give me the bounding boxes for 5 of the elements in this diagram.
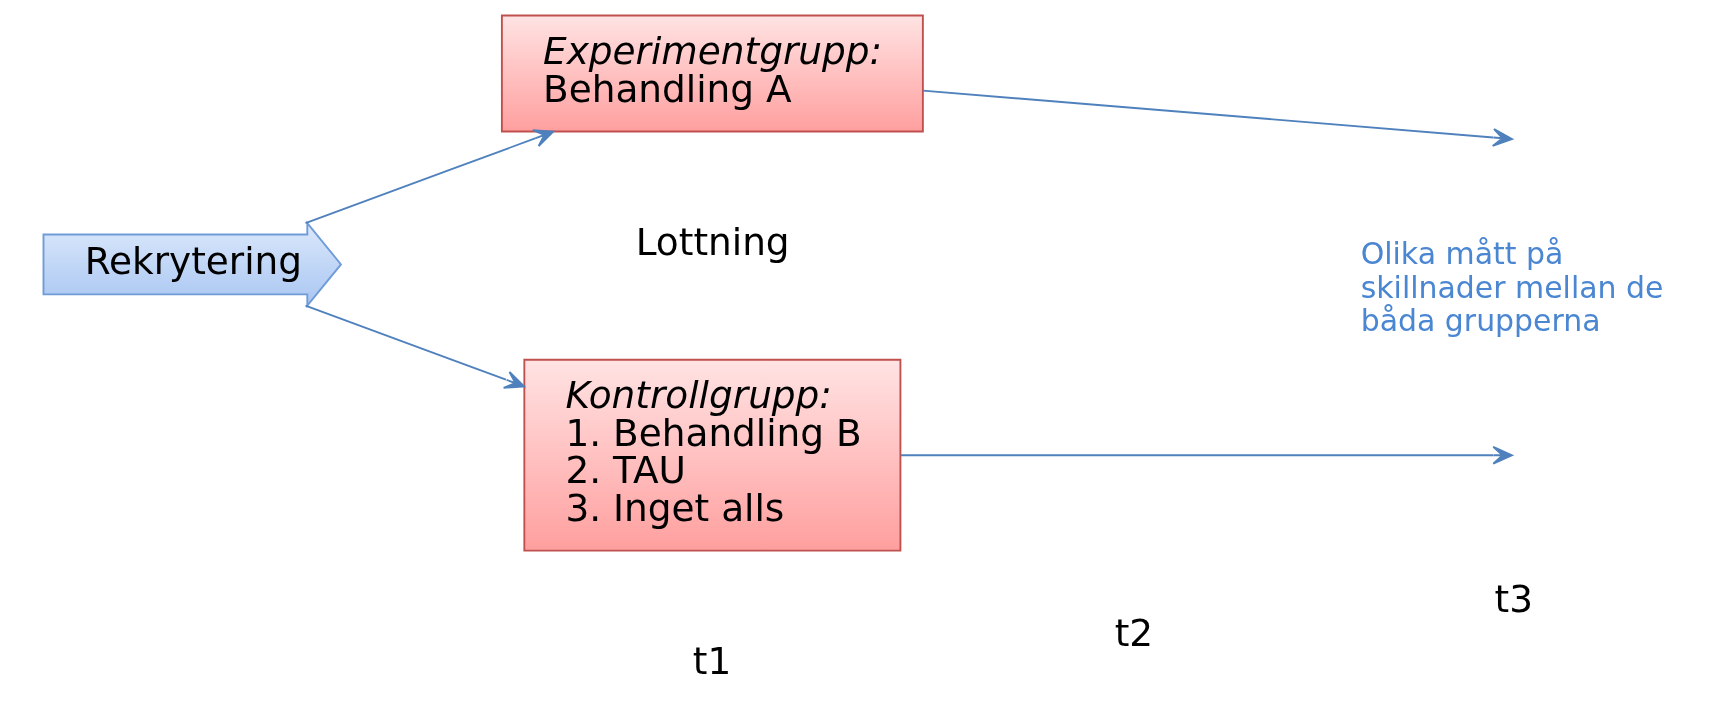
label: t1 [692, 639, 731, 684]
label: Lottning [635, 220, 790, 265]
label: Olika mått på skillnader mellan de båda grupperna [1360, 236, 1663, 339]
label: t2 [1114, 611, 1153, 656]
label: t3 [1493, 577, 1533, 622]
